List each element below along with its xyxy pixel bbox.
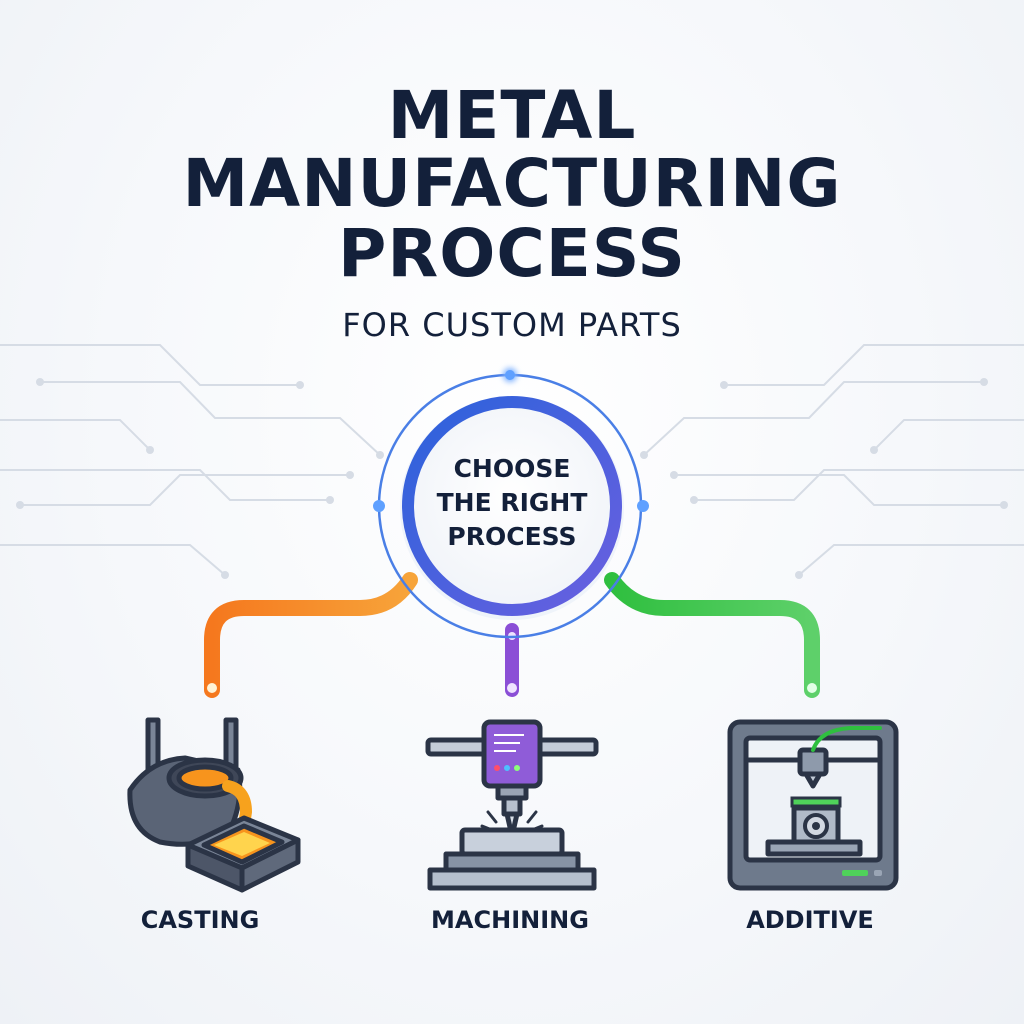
additive-label: ADDITIVE — [746, 906, 874, 934]
hub-label: CHOOSE THE RIGHT PROCESS — [412, 452, 612, 554]
title-line-3: PROCESS — [338, 215, 686, 292]
hub-line-3: PROCESS — [447, 522, 577, 551]
subtitle: FOR CUSTOM PARTS — [342, 306, 682, 344]
hub-line-2: THE RIGHT — [436, 488, 588, 517]
casting-connector — [204, 572, 418, 698]
hub-line-1: CHOOSE — [453, 454, 571, 483]
casting-label: CASTING — [140, 906, 260, 934]
machining-label: MACHINING — [431, 906, 589, 934]
additive-connector — [604, 572, 820, 698]
title-line-2: MANUFACTURING — [182, 145, 842, 222]
title-line-1: METAL — [387, 77, 637, 154]
